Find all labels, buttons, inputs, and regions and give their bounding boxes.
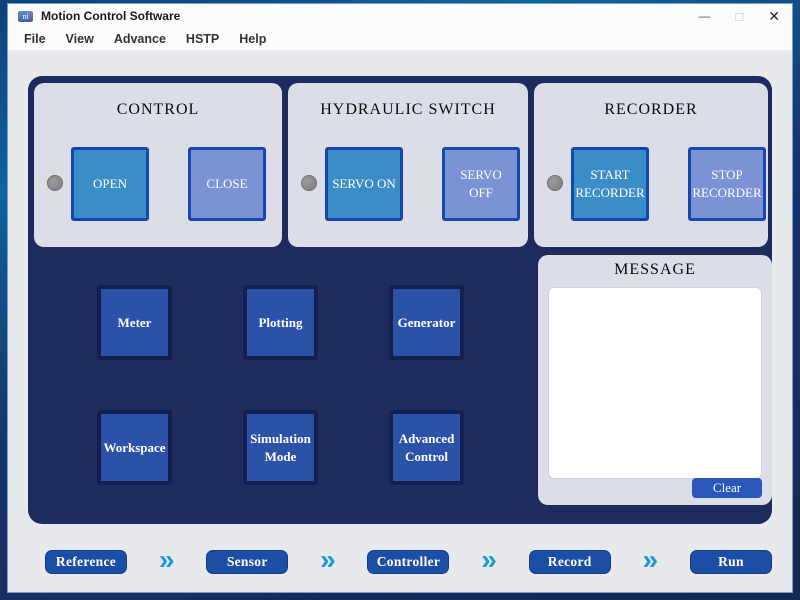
hydraulic-buttons-row: SERVO ON SERVO OFF xyxy=(288,147,528,221)
menu-item-file[interactable]: File xyxy=(24,32,46,46)
recorder-buttons-row: START RECORDER STOP RECORDER xyxy=(534,147,768,221)
main-panel: CONTROL OPEN CLOSE HYDRAULIC SWITCH SERV… xyxy=(28,76,772,524)
chevron-right-icon: » xyxy=(158,543,175,575)
maximize-button[interactable]: □ xyxy=(735,8,744,24)
menu-item-view[interactable]: View xyxy=(65,32,94,46)
minimize-button[interactable]: — xyxy=(698,9,711,23)
control-buttons-row: OPEN CLOSE xyxy=(34,147,282,221)
plotting-button[interactable]: Plotting xyxy=(243,285,318,360)
start-recorder-button[interactable]: START RECORDER xyxy=(571,147,649,221)
servo-on-button[interactable]: SERVO ON xyxy=(325,147,403,221)
control-groupbox: CONTROL OPEN CLOSE xyxy=(34,83,282,247)
menu-bar: File View Advance HSTP Help xyxy=(8,28,792,50)
client-area: CONTROL OPEN CLOSE HYDRAULIC SWITCH SERV… xyxy=(8,50,792,592)
reference-button[interactable]: Reference xyxy=(45,550,127,574)
sensor-button[interactable]: Sensor xyxy=(206,550,289,574)
controller-button[interactable]: Controller xyxy=(367,550,450,574)
menu-item-advance[interactable]: Advance xyxy=(113,32,166,46)
clear-button[interactable]: Clear xyxy=(692,478,762,498)
run-button[interactable]: Run xyxy=(689,550,772,574)
control-group-title: CONTROL xyxy=(116,101,200,118)
hydraulic-led-indicator xyxy=(301,175,317,191)
workflow-bar: Reference » Sensor » Controller » Record… xyxy=(45,543,772,575)
recorder-led-indicator xyxy=(547,175,563,191)
stop-recorder-button[interactable]: STOP RECORDER xyxy=(688,147,766,221)
meter-button[interactable]: Meter xyxy=(97,285,172,360)
recorder-group-title: RECORDER xyxy=(604,101,698,118)
control-led-indicator xyxy=(47,175,63,191)
message-log[interactable] xyxy=(548,287,762,479)
advanced-control-button[interactable]: Advanced Control xyxy=(389,410,464,485)
title-bar: ni Motion Control Software — □ ✕ xyxy=(8,4,792,28)
hydraulic-switch-groupbox: HYDRAULIC SWITCH SERVO ON SERVO OFF xyxy=(288,83,528,247)
menu-item-help[interactable]: Help xyxy=(239,32,267,46)
servo-off-button[interactable]: SERVO OFF xyxy=(442,147,520,221)
chevron-right-icon: » xyxy=(320,543,336,575)
motion-control-window: ni Motion Control Software — □ ✕ File Vi… xyxy=(8,4,792,592)
record-button[interactable]: Record xyxy=(528,550,611,574)
message-group-title: MESSAGE xyxy=(614,261,696,278)
chevron-right-icon: » xyxy=(481,543,497,575)
window-controls: — □ ✕ xyxy=(698,9,780,23)
workspace-button[interactable]: Workspace xyxy=(97,410,172,485)
tool-button-grid: Meter Plotting Generator Workspace Simul… xyxy=(97,285,464,485)
menu-item-hstp[interactable]: HSTP xyxy=(185,32,220,46)
open-button[interactable]: OPEN xyxy=(71,147,149,221)
close-valve-button[interactable]: CLOSE xyxy=(188,147,266,221)
generator-button[interactable]: Generator xyxy=(389,285,464,360)
close-button[interactable]: ✕ xyxy=(768,8,780,24)
recorder-groupbox: RECORDER START RECORDER STOP RECORDER xyxy=(534,83,768,247)
message-groupbox: MESSAGE Clear xyxy=(538,255,772,505)
hydraulic-group-title: HYDRAULIC SWITCH xyxy=(320,101,496,118)
chevron-right-icon: » xyxy=(642,543,659,575)
app-icon: ni xyxy=(18,10,33,22)
simulation-mode-button[interactable]: Simulation Mode xyxy=(243,410,318,485)
window-title: Motion Control Software xyxy=(41,9,181,23)
